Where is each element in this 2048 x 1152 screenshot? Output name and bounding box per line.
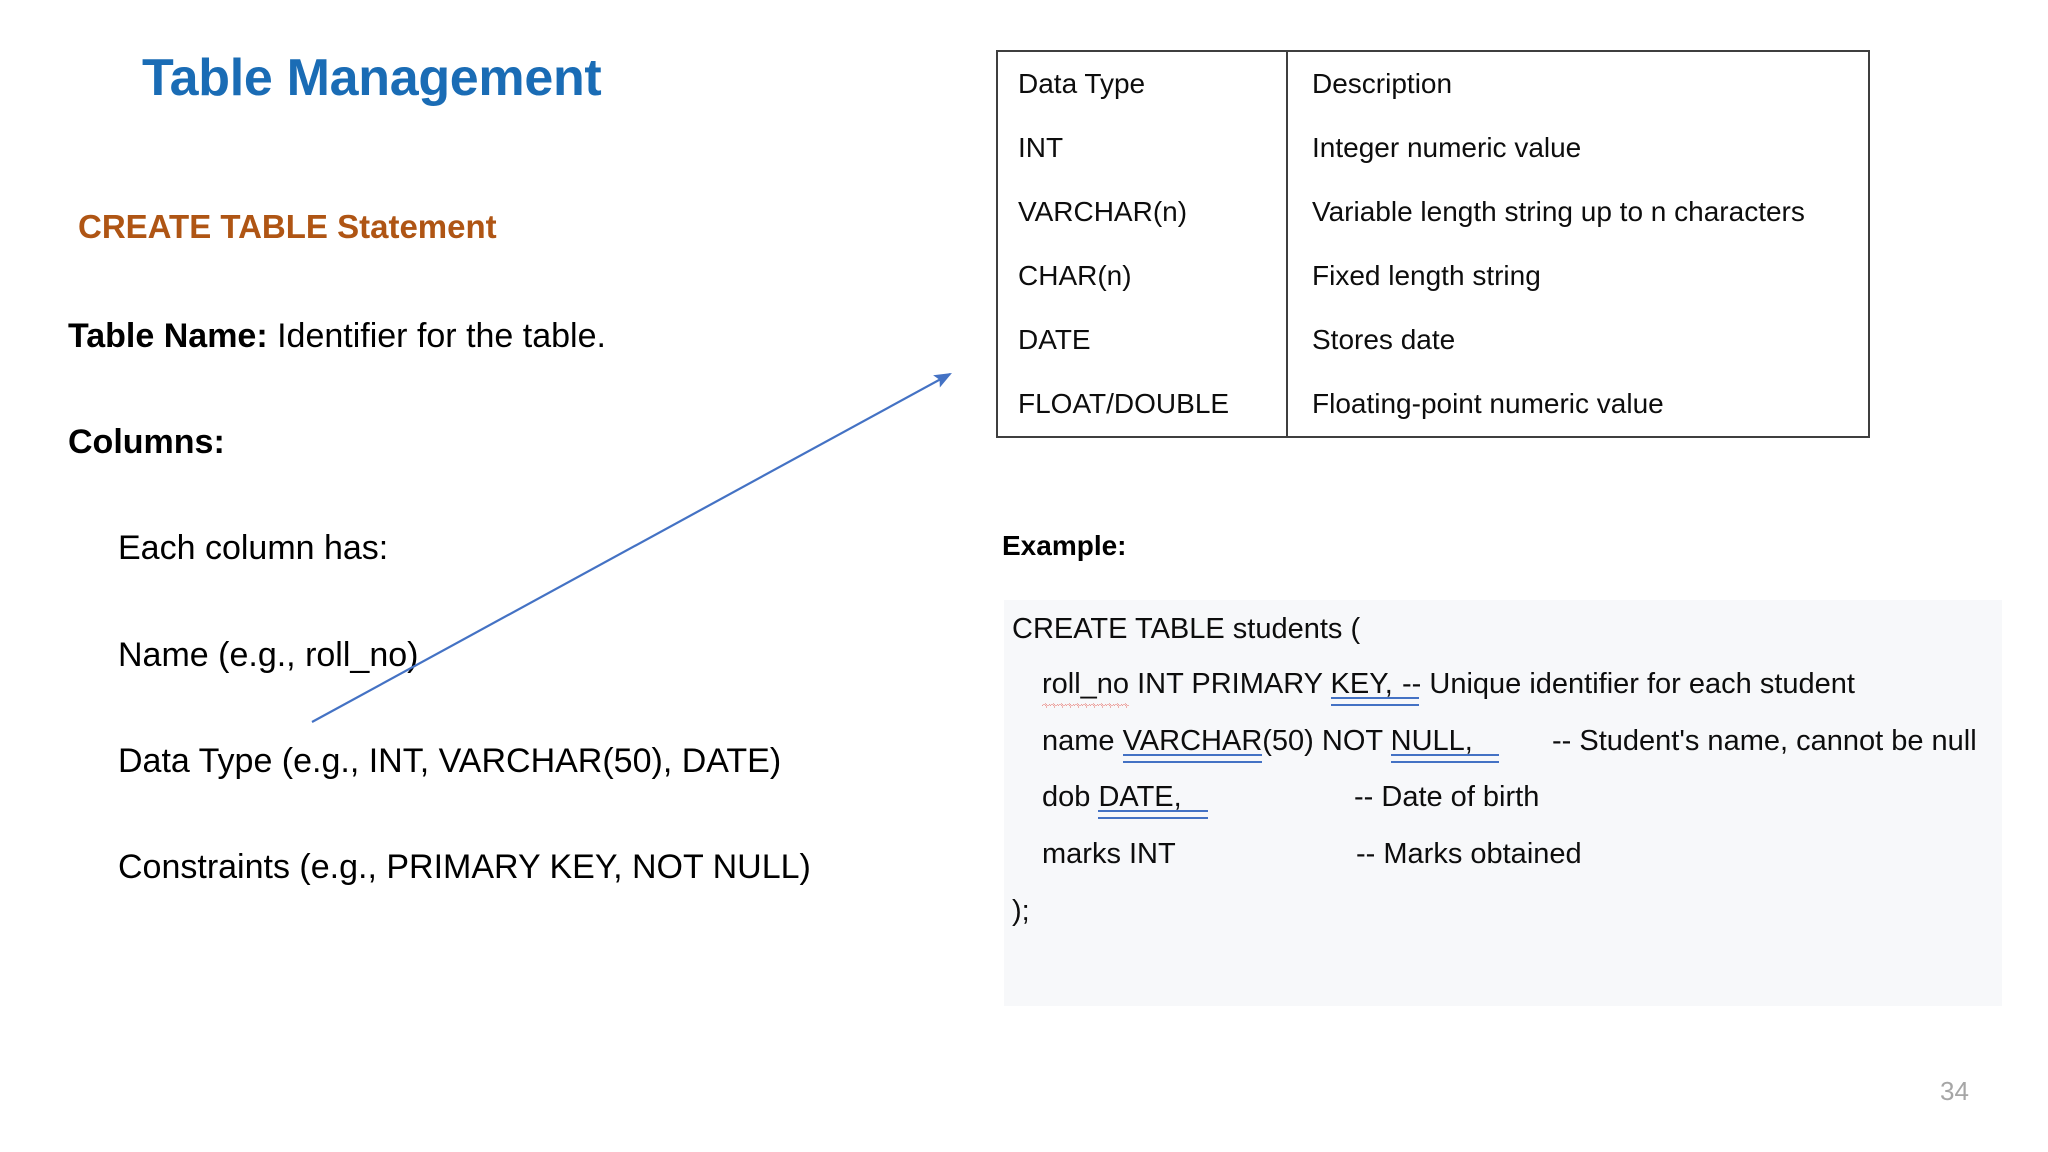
table-header-data-type: Data Type: [998, 52, 1288, 116]
table-cell-type: VARCHAR(n): [998, 180, 1288, 244]
table-cell-type: INT: [998, 116, 1288, 180]
table-name-description: Identifier for the table.: [267, 317, 606, 355]
table-cell-description: Floating-point numeric value: [1312, 388, 1664, 419]
table-name-line: Table Name: Identifier for the table.: [68, 317, 606, 355]
table-header-description: Description: [1312, 68, 1453, 99]
code-token-varchar: VARCHAR: [1122, 725, 1263, 763]
code-token-dob: dob: [1042, 781, 1099, 813]
bullet-column-data-type: Data Type (e.g., INT, VARCHAR(50), DATE): [118, 742, 782, 780]
code-line-name: name VARCHAR(50) NOT NULL,: [1012, 725, 1500, 763]
columns-label-text: Columns:: [68, 423, 225, 461]
code-token-null: NULL,: [1390, 727, 1500, 763]
code-line-create: CREATE TABLE students (: [1012, 613, 1361, 645]
code-comment-unique-identifier: -- Unique identifier for each student: [1402, 668, 1855, 700]
columns-label: Columns:: [68, 423, 225, 461]
table-row: VARCHAR(n) Variable length string up to …: [998, 180, 1868, 244]
sql-code-block: CREATE TABLE students ( roll_no INT PRIM…: [1004, 600, 2002, 1006]
code-token-key: KEY,: [1330, 670, 1420, 706]
table-cell-description: Fixed length string: [1312, 260, 1541, 291]
table-cell-description: Variable length string up to n character…: [1312, 196, 1805, 227]
section-subheading: CREATE TABLE Statement: [78, 208, 497, 245]
table-cell-description: Integer numeric value: [1312, 132, 1582, 163]
code-token-name: name: [1042, 725, 1123, 757]
table-name-label: Table Name:: [68, 317, 268, 355]
code-comment-date-of-birth: -- Date of birth: [1354, 781, 1540, 813]
bullet-column-name: Name (e.g., roll_no): [118, 636, 419, 674]
bullet-column-constraints: Constraints (e.g., PRIMARY KEY, NOT NULL…: [118, 848, 811, 886]
bullet-each-column-has: Each column has:: [118, 529, 389, 567]
code-line-marks: marks INT: [1012, 840, 1176, 869]
connector-arrow-icon: [311, 372, 952, 723]
table-row: CHAR(n) Fixed length string: [998, 244, 1868, 308]
code-token-date: DATE,: [1098, 783, 1208, 819]
code-line-close: );: [1012, 895, 1030, 927]
code-line-dob: dob DATE,: [1012, 781, 1208, 819]
code-token-roll-no: roll_no: [1042, 668, 1130, 708]
code-token-marks: marks INT: [1042, 838, 1176, 870]
code-comment-marks-obtained: -- Marks obtained: [1356, 838, 1582, 870]
table-row: FLOAT/DOUBLE Floating-point numeric valu…: [998, 372, 1868, 436]
table-row-header: Data Type Description: [998, 52, 1868, 116]
code-token-50-not: (50) NOT: [1262, 725, 1391, 757]
page-title: Table Management: [142, 49, 602, 107]
code-token-int-primary: INT PRIMARY: [1129, 668, 1331, 700]
data-type-table: Data Type Description INT Integer numeri…: [996, 50, 1870, 438]
code-line-roll-no: roll_no INT PRIMARY KEY,: [1012, 668, 1420, 708]
example-label: Example:: [1002, 530, 1127, 561]
table-row: DATE Stores date: [998, 308, 1868, 372]
table-cell-type: FLOAT/DOUBLE: [998, 372, 1288, 436]
table-cell-description: Stores date: [1312, 324, 1456, 355]
slide-page-number: 34: [1940, 1076, 1969, 1106]
code-comment-student-name: -- Student's name, cannot be null: [1552, 725, 1977, 757]
table-row: INT Integer numeric value: [998, 116, 1868, 180]
table-cell-type: DATE: [998, 308, 1288, 372]
table-cell-type: CHAR(n): [998, 244, 1288, 308]
